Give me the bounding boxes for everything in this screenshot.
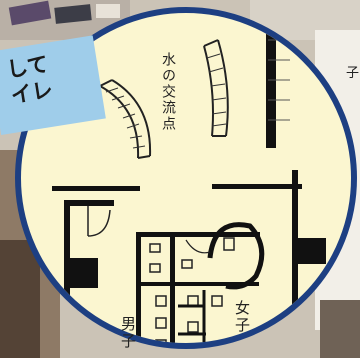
accessible-toilet [223, 237, 235, 251]
object-light [96, 4, 120, 18]
wall-left-top [64, 200, 114, 206]
curved-bench-right [203, 39, 229, 137]
floor-plan [52, 28, 326, 343]
wall-restroom-divider [170, 232, 175, 343]
person-arm [0, 240, 40, 358]
wall-right-block [296, 238, 326, 264]
womens-restroom-label: 女子 [233, 300, 251, 334]
wall-mid-right [212, 184, 302, 189]
sinks-left [149, 243, 193, 273]
mens-restroom-label: 男子 [119, 316, 137, 350]
curved-bench-left [99, 79, 152, 159]
stalls-left [155, 295, 167, 343]
accessible-room-wall [207, 222, 265, 290]
floor-right [320, 300, 360, 358]
object-dark [54, 4, 92, 24]
caption-box: して イレ [0, 35, 106, 135]
wall-left-lower [64, 200, 70, 343]
wall-restroom-top [136, 232, 260, 237]
door-swing-mid [185, 239, 211, 254]
wall-right-upper [266, 28, 276, 148]
door-swing-left [87, 206, 111, 237]
wall-right-lower [292, 170, 298, 343]
wall-mid-left [52, 186, 140, 191]
object-purple [8, 0, 52, 26]
wall-restroom-left [136, 232, 141, 343]
wall-restroom-mid [141, 282, 171, 286]
water-exchange-label: 水の交流点 [160, 52, 176, 132]
right-edge-label: 子 [346, 66, 360, 81]
wall-restroom-mid2 [175, 282, 259, 286]
wall-left-block [70, 258, 98, 288]
stalls-right [178, 290, 223, 342]
